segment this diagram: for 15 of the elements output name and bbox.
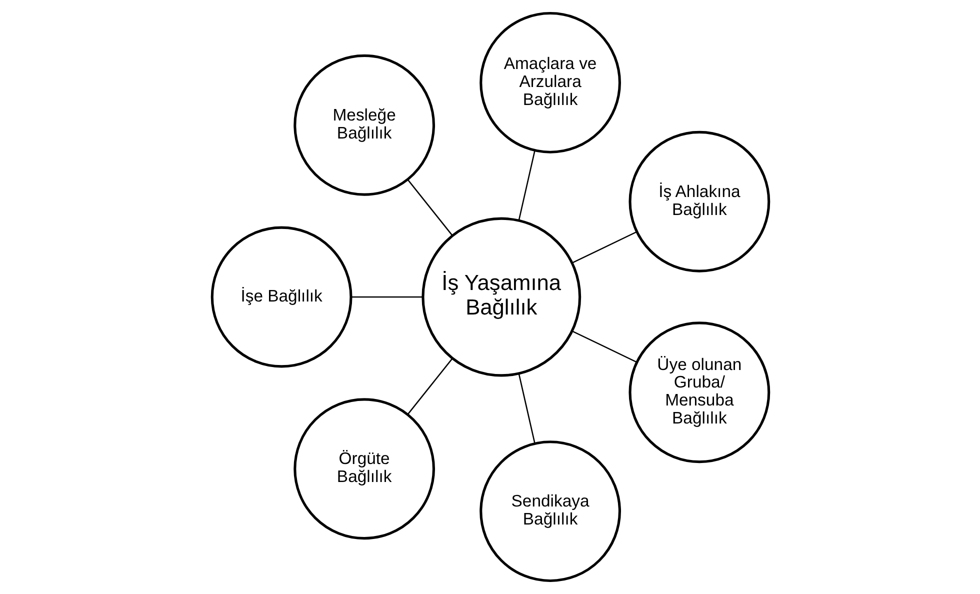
connector: [518, 150, 535, 220]
node-circle: İşe Bağlılık: [210, 226, 352, 368]
node-circle: Mesleğe Bağlılık: [293, 54, 435, 196]
connector: [406, 358, 452, 415]
connector: [406, 179, 452, 236]
connector: [518, 374, 535, 444]
node-circle: Amaçlara ve Arzulara Bağlılık: [479, 12, 620, 154]
connector: [572, 330, 637, 363]
node-circle: İş Ahlakına Bağlılık: [628, 130, 770, 272]
connector: [572, 231, 637, 264]
node-circle: Örgüte Bağlılık: [293, 398, 435, 540]
connector: [350, 296, 422, 298]
node-circle: İş Yaşamına Bağlılık: [421, 217, 581, 377]
node-circle: Sendikaya Bağlılık: [479, 440, 620, 582]
node-circle: Üye olunan Gruba/ Mensuba Bağlılık: [628, 322, 770, 464]
